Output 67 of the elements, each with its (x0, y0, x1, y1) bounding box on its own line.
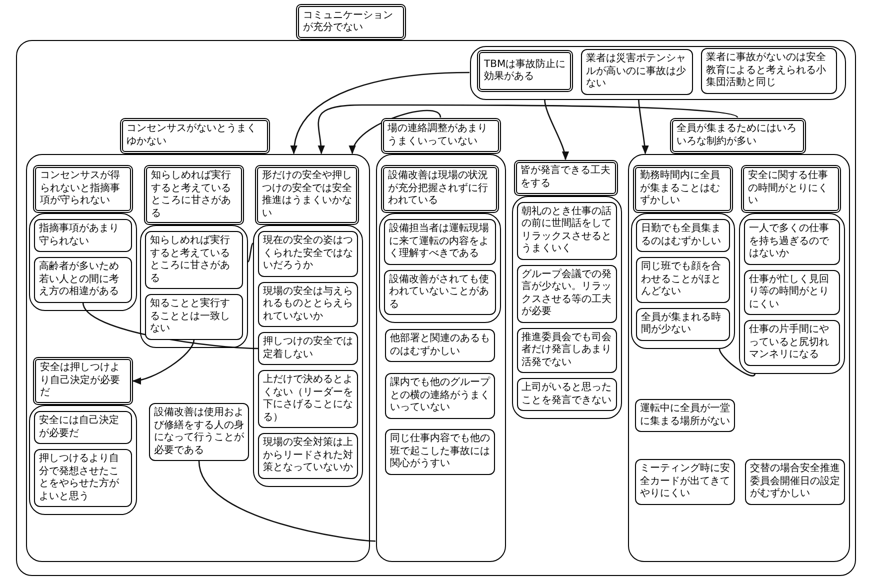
note-card: 交替の場合安全推進委員会開催日の設定がむずかしい (745, 459, 845, 504)
note-card: 他部署と関連のあるものはむずかしい (385, 329, 495, 362)
note-card: 業者に事故がないのは安全教育によると考えられる小集団活動と同じ (701, 48, 837, 94)
heading-card: 場の連絡調整があまりうまくいっていない (380, 118, 500, 154)
note-card: 知ることと実行することとは一致しない (145, 294, 243, 340)
card-group (631, 213, 735, 348)
note-card: グループ会議での発言が少ない。リラックスさせる等の工夫が必要 (516, 264, 616, 322)
heading-card: 勤務時間内に全員が集まることはむずかしい (633, 165, 733, 213)
arrow (132, 339, 195, 384)
note-card: 課内でも他のグループとの横の連絡がうまくいっていない (385, 373, 495, 418)
connector-line (247, 242, 254, 262)
note-card: 推進委員会でも司会者だけ発言しあまり活発でない (516, 328, 616, 373)
arrow (544, 99, 568, 160)
card-group (140, 225, 248, 348)
heading-card: 安全は押しつけより自己決定が必要だ (33, 357, 133, 405)
connector-line (718, 348, 756, 376)
note-card: 設備担当者は運転現場に来て運転の内容をよく理解すべきである (384, 219, 496, 264)
heading-card: 全員が集まるためにはいろいろな制約が多い (670, 118, 806, 154)
note-card: 一人で多くの仕事を持ち過ぎるのではないか (744, 219, 840, 264)
note-card: 現場の安全対策は上からリードされた対策となっていないか (258, 433, 358, 478)
note-card: 仕事の片手間にやっていると尻切れマンネリになる (744, 320, 840, 366)
note-card: 現在の安全の姿はつくられた安全ではないだろうか (258, 231, 358, 276)
note-card: 同じ班でも顔を合わせることがほとんどない (636, 257, 730, 302)
card-group (29, 405, 137, 515)
note-card: ミーティング時に安全カードが出てきてやりにくい (635, 459, 735, 504)
connector-line (198, 460, 376, 542)
note-card: 設備改善がされても使われていないことがある (384, 270, 496, 315)
heading-card: コンセンサスが得られないと指摘事項が守られない (33, 165, 133, 213)
note-card: 上だけで決めるとよくない（リーダーを下にさげることになる） (258, 370, 358, 428)
heading-card: コミュニケーションが充分でない (296, 4, 406, 40)
card-group (379, 213, 501, 323)
heading-card: 皆が発言できる工夫をする (514, 160, 618, 196)
note-card: 全員が集まれる時間が少ない (636, 308, 730, 340)
heading-card: 安全に関する仕事の時間がとりにくい (741, 165, 841, 213)
card-group (470, 46, 846, 100)
note-card: 知らしめれば実行すると考えているところに甘さがある (145, 231, 243, 289)
card-group (628, 154, 850, 562)
heading-card: 設備改善は現場の状況が充分把握されずに行われている (381, 165, 499, 213)
note-card: 仕事が忙しく見回り等の時間がとりにくい (744, 270, 840, 315)
note-card: 同じ仕事内容でも他の班で起こした事故には関心がうすい (385, 429, 495, 474)
card-group (739, 213, 845, 374)
note-card: 高齢者が多いため若い人との間に考え方の相違がある (34, 257, 132, 302)
note-card: 押しつけの安全では定着しない (258, 332, 358, 365)
note-card: 朝礼のとき仕事の話の前に世間話をしてリラックスさせるとうまくいく (516, 202, 616, 260)
card-group (29, 213, 137, 310)
card-group (16, 40, 856, 576)
heading-card: TBMは事故防止に効果がある (477, 50, 573, 92)
note-card: 上司がいると思ったことを発言できない (516, 378, 616, 411)
card-group (512, 196, 622, 419)
note-card: 日勤でも全員集まるのはむずかしい (636, 219, 730, 252)
card-group (376, 154, 506, 562)
note-card: 設備改善は使用および修繕をする人の身になって行うことが必要である (149, 403, 249, 461)
card-group (253, 225, 363, 486)
arrow (350, 110, 442, 154)
note-card: 指摘事項があまり守られない (34, 219, 132, 252)
arrow (291, 72, 470, 154)
arrow (638, 99, 649, 154)
note-card: 業者は災害ポテンシャルが高いのに事故は少ない (581, 49, 693, 94)
heading-card: 知らしめれば実行すると考えているところに甘さがある (144, 165, 244, 225)
note-card: 現場の安全は与えられるものととらえられていないか (258, 282, 358, 327)
heading-card: コンセンサスがないとうまくゆかない (120, 118, 270, 154)
arrow (317, 104, 738, 154)
heading-card: 形だけの安全や押しつけの安全では安全推進はうまくいかない (255, 165, 359, 225)
card-group (26, 154, 370, 562)
note-card: 運転中に全員が一堂に集まる場所がない (635, 399, 735, 432)
note-card: 安全には自己決定が必要だ (34, 411, 132, 444)
note-card: 押しつけるより自分で発想させたことをやらせた方がよいと思う (34, 449, 132, 507)
